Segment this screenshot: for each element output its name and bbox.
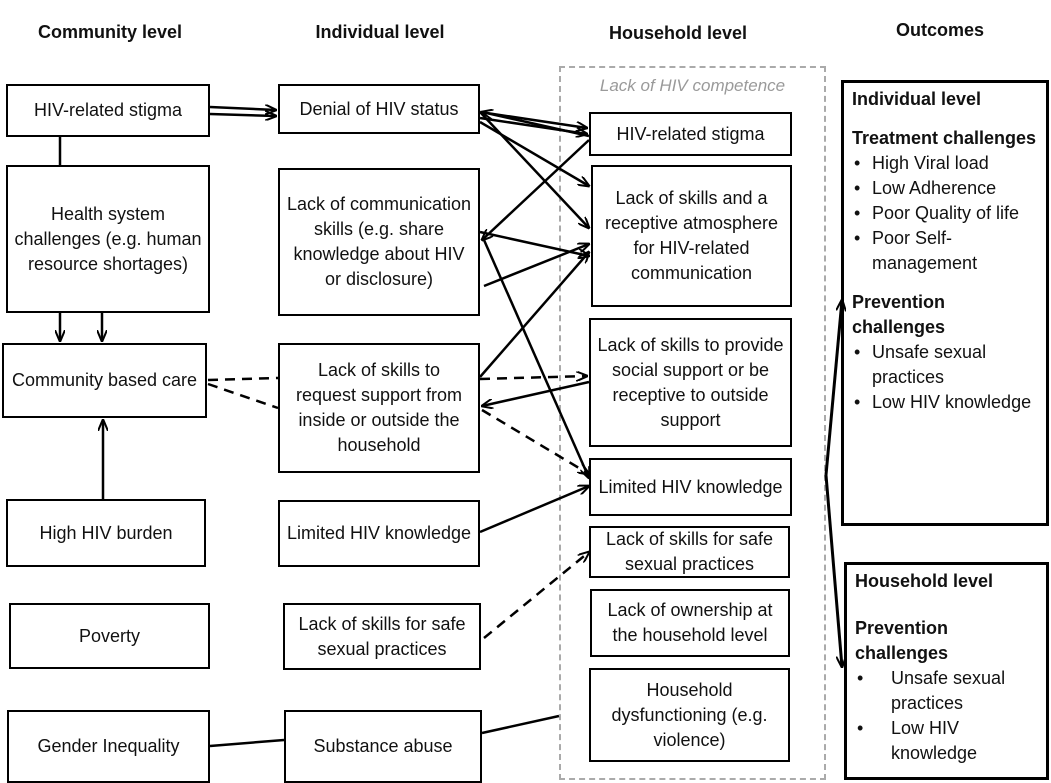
household-comm-atmosphere-box: Lack of skills and a receptive atmospher… xyxy=(591,165,792,307)
connector-gender-to-substance xyxy=(209,738,285,748)
household-dysfunction-box: Household dysfunctioning (e.g. violence) xyxy=(589,668,790,762)
household-safe-sex-label: Lack of skills for safe sexual practices xyxy=(605,529,774,574)
household-stigma-box: HIV-related stigma xyxy=(589,112,792,156)
arrow-stigma-to-denial-2 xyxy=(209,114,276,116)
individual-knowledge-box: Limited HIV knowledge xyxy=(278,500,480,567)
dashed-care-to-support xyxy=(207,376,279,382)
individual-safe-sex-label: Lack of skills for safe sexual practices xyxy=(298,613,466,659)
community-poverty-label: Poverty xyxy=(78,625,141,646)
connector-substance-to-dysfunction xyxy=(481,714,560,735)
outcome-household-title: Household level xyxy=(855,571,994,591)
individual-communication-label: Lack of communication skills (e.g. share… xyxy=(286,194,472,289)
individual-substance-label: Substance abuse xyxy=(313,736,453,756)
list-item: Low Adherence xyxy=(852,176,1038,201)
community-care-label: Community based care xyxy=(11,370,198,390)
individual-communication-box: Lack of communication skills (e.g. share… xyxy=(278,168,480,316)
community-high-burden-box: High HIV burden xyxy=(6,499,206,567)
outcome-individual-treatment-list: High Viral load Low Adherence Poor Quali… xyxy=(852,151,1038,276)
list-item: Poor Quality of life xyxy=(852,201,1038,226)
community-poverty-box: Poverty xyxy=(9,603,210,669)
household-dysfunction-label: Household dysfunctioning (e.g. violence) xyxy=(611,679,768,750)
outcome-household-prevention-list: Unsafe sexual practices Low HIV knowledg… xyxy=(855,666,1038,766)
household-region-label: Lack of HIV competence xyxy=(599,76,786,95)
header-outcomes: Outcomes xyxy=(895,20,985,40)
community-gender-label: Gender Inequality xyxy=(37,736,180,756)
individual-request-support-label: Lack of skills to request support from i… xyxy=(295,360,463,455)
individual-denial-box: Denial of HIV status xyxy=(278,84,480,134)
header-community-level: Community level xyxy=(37,22,183,42)
arrow-stigma-to-denial-1 xyxy=(209,107,276,110)
dashed-care-to-support-lower xyxy=(207,382,279,410)
header-household-level: Household level xyxy=(608,23,748,43)
outcome-individual-prevention-list: Unsafe sexual practices Low HIV knowledg… xyxy=(852,340,1038,415)
household-comm-atmosphere-label: Lack of skills and a receptive atmospher… xyxy=(604,188,779,283)
community-care-box: Community based care xyxy=(2,343,207,418)
list-item: High Viral load xyxy=(852,151,1038,176)
outcome-household-box: Household level Prevention challenges Un… xyxy=(844,562,1049,780)
community-stigma-box: HIV-related stigma xyxy=(6,84,210,137)
list-item: Poor Self-management xyxy=(852,226,1038,276)
household-knowledge-box: Limited HIV knowledge xyxy=(589,458,792,516)
header-individual-level: Individual level xyxy=(315,22,445,42)
individual-request-support-box: Lack of skills to request support from i… xyxy=(278,343,480,473)
outcome-individual-treatment-title: Treatment challenges xyxy=(852,128,1037,148)
community-health-system-label: Health system challenges (e.g. human res… xyxy=(14,203,202,274)
list-item: Unsafe sexual practices xyxy=(855,666,1038,716)
individual-substance-box: Substance abuse xyxy=(284,710,482,783)
list-item: Unsafe sexual practices xyxy=(852,340,1038,390)
brace-arrow-to-household-outcome xyxy=(824,474,842,667)
household-knowledge-label: Limited HIV knowledge xyxy=(598,476,783,497)
household-ownership-label: Lack of ownership at the household level xyxy=(607,600,773,645)
outcome-individual-prevention-title: Prevention challenges xyxy=(852,292,946,337)
list-item: Low HIV knowledge xyxy=(855,716,1038,766)
household-stigma-label: HIV-related stigma xyxy=(616,123,765,144)
household-social-support-label: Lack of skills to provide social support… xyxy=(597,334,784,430)
outcome-individual-title: Individual level xyxy=(852,89,982,109)
community-gender-box: Gender Inequality xyxy=(7,710,210,783)
individual-safe-sex-box: Lack of skills for safe sexual practices xyxy=(283,603,481,670)
individual-knowledge-label: Limited HIV knowledge xyxy=(286,523,472,543)
outcome-individual-box: Individual level Treatment challenges Hi… xyxy=(841,80,1049,526)
community-health-system-box: Health system challenges (e.g. human res… xyxy=(6,165,210,313)
household-social-support-box: Lack of skills to provide social support… xyxy=(589,318,792,447)
outcome-household-prevention-title: Prevention challenges xyxy=(855,618,949,663)
community-stigma-label: HIV-related stigma xyxy=(33,100,183,120)
brace-arrow-to-individual-outcome xyxy=(824,300,842,476)
household-safe-sex-box: Lack of skills for safe sexual practices xyxy=(589,526,790,578)
list-item: Low HIV knowledge xyxy=(852,390,1038,415)
individual-denial-label: Denial of HIV status xyxy=(299,98,459,119)
household-ownership-box: Lack of ownership at the household level xyxy=(590,589,790,657)
community-high-burden-label: High HIV burden xyxy=(39,522,173,543)
